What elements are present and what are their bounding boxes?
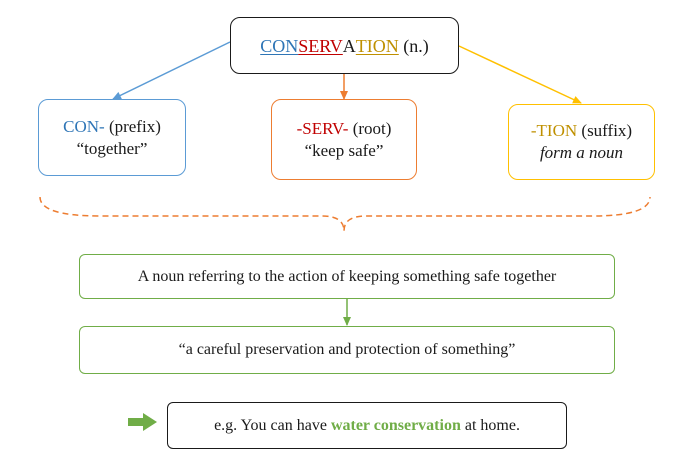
example-before: e.g. You can have bbox=[214, 416, 331, 434]
root-box: -SERV- (root) “keep safe” bbox=[271, 99, 417, 180]
suffix-meaning: form a noun bbox=[539, 143, 624, 162]
word-pos: (n.) bbox=[398, 35, 429, 56]
prefix-label: CON- bbox=[63, 116, 105, 136]
suffix-box: -TION (suffix) form a noun bbox=[508, 104, 655, 180]
example-highlight: water conservation bbox=[330, 416, 461, 434]
word-part-a: A bbox=[342, 35, 356, 56]
root-label: -SERV- bbox=[296, 118, 349, 138]
root-title: -SERV- (root) bbox=[297, 118, 392, 140]
right-arrow-icon bbox=[128, 413, 157, 431]
prefix-box: CON- (prefix) “together” bbox=[38, 99, 186, 176]
suffix-label: -TION bbox=[530, 121, 578, 140]
word-part-tion: TION bbox=[355, 35, 399, 56]
meaning-box: A noun referring to the action of keepin… bbox=[79, 254, 615, 299]
example-after: at home. bbox=[460, 416, 520, 434]
example-box: e.g. You can have water conservation at … bbox=[167, 402, 567, 449]
root-type: (root) bbox=[348, 118, 392, 138]
prefix-meaning: “together” bbox=[76, 138, 148, 158]
word-part-con: CON bbox=[260, 35, 299, 56]
meaning-text: A noun referring to the action of keepin… bbox=[137, 267, 557, 285]
definition-box: “a careful preservation and protection o… bbox=[79, 326, 615, 374]
arrow-to-suffix bbox=[458, 45, 582, 104]
word-part-serv: SERV bbox=[298, 35, 343, 56]
curly-brace-icon bbox=[39, 196, 651, 232]
definition-text: “a careful preservation and protection o… bbox=[178, 341, 516, 358]
suffix-title: -TION (suffix) bbox=[531, 120, 632, 142]
suffix-type: (suffix) bbox=[577, 121, 633, 140]
arrow-to-prefix bbox=[112, 41, 231, 100]
root-meaning: “keep safe” bbox=[304, 140, 384, 160]
prefix-title: CON- (prefix) bbox=[63, 116, 161, 138]
prefix-type: (prefix) bbox=[104, 116, 161, 136]
